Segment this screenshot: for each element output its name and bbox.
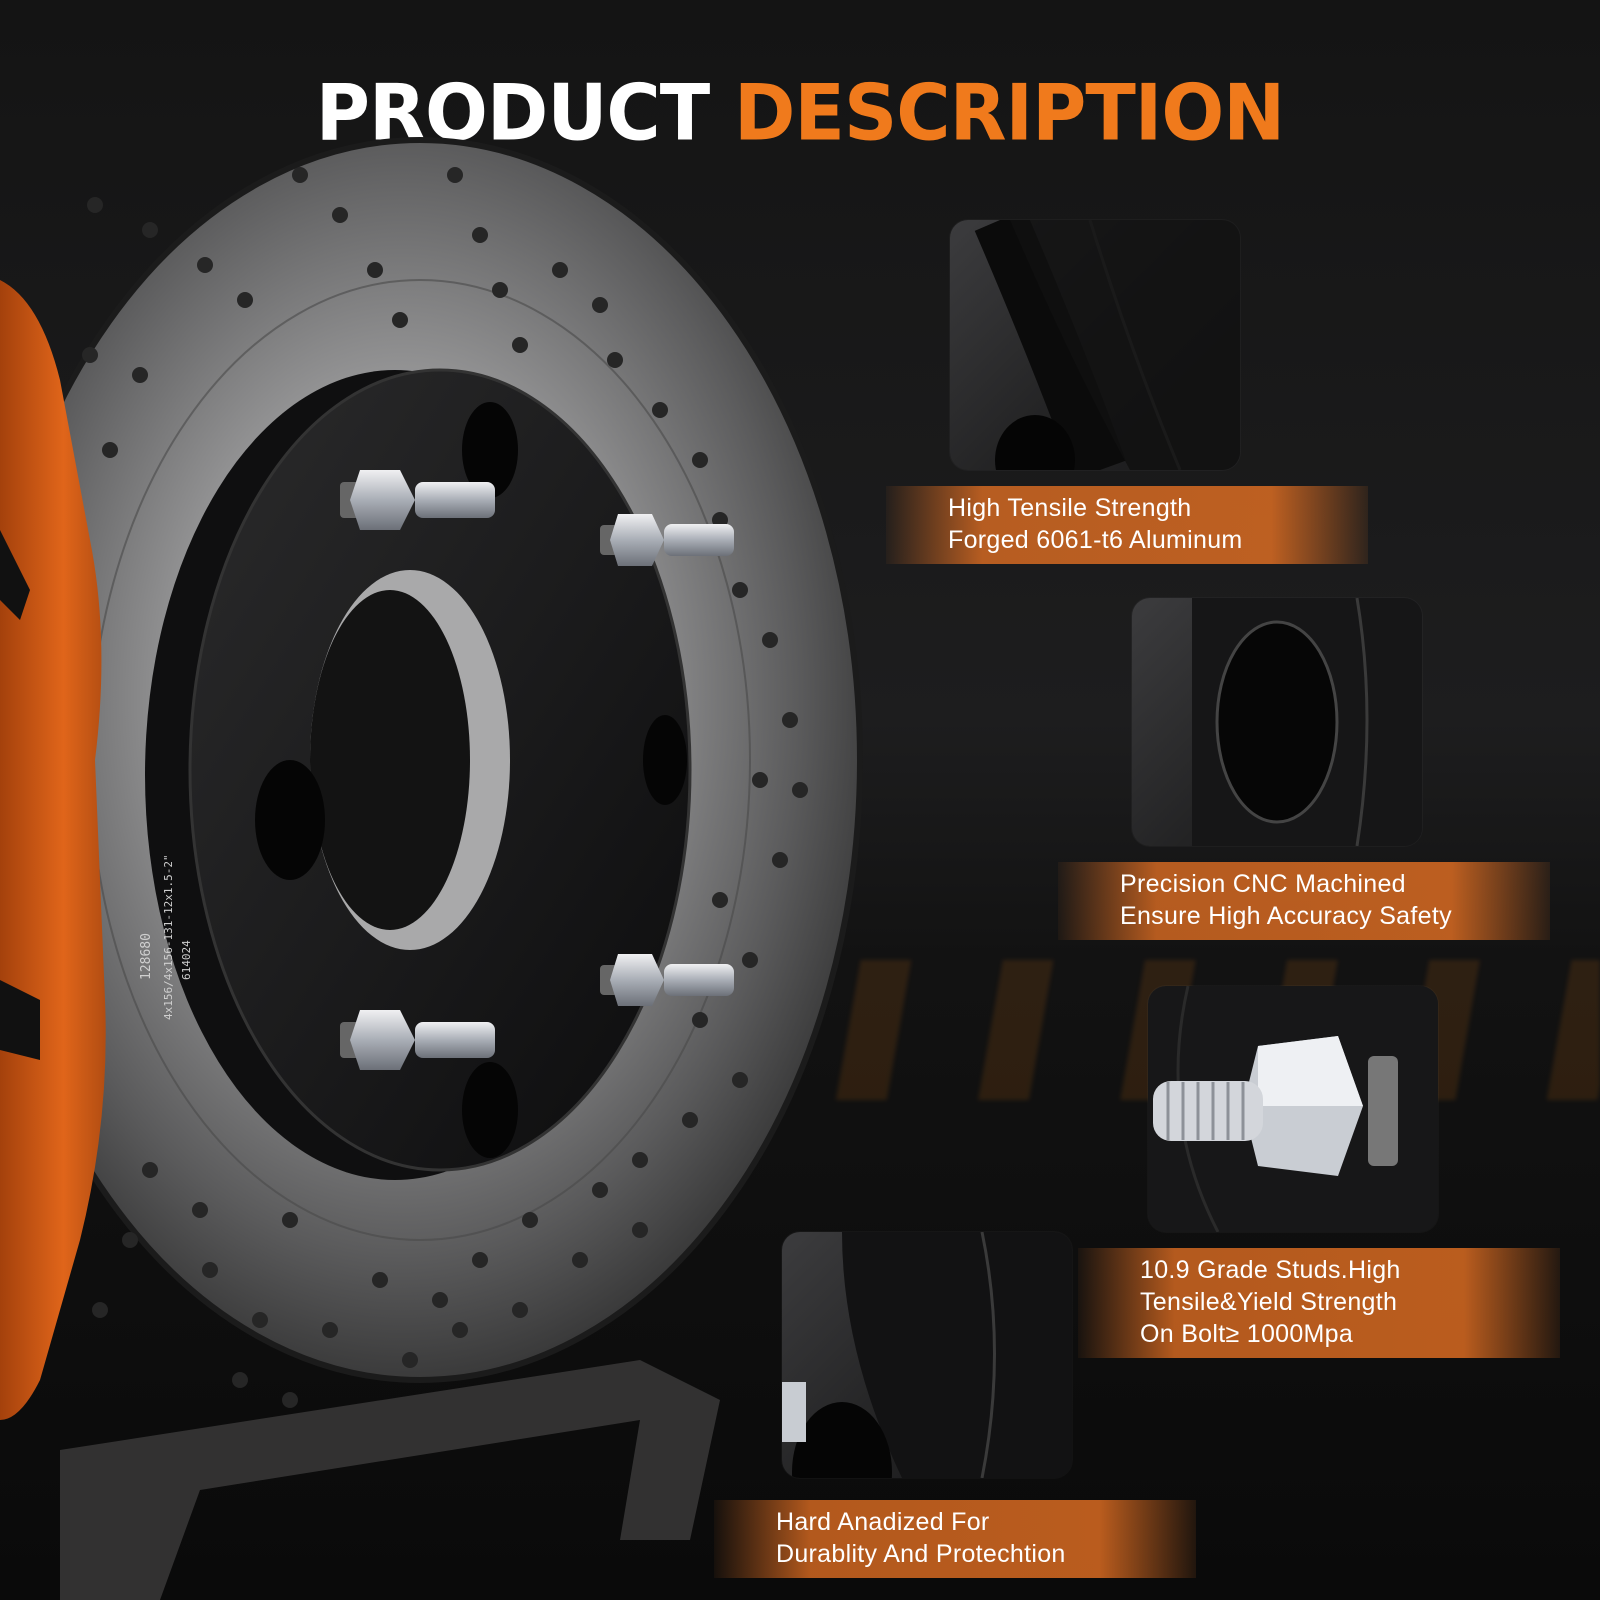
feature-label-4: Hard Anadized For Durablity And Protecht… [714, 1500, 1196, 1578]
feature-image-4 [782, 1232, 1072, 1478]
feature-1-line-2: Forged 6061-t6 Aluminum [948, 526, 1243, 554]
feature-image-3 [1148, 986, 1438, 1232]
feature-3-line-3: On Bolt≥ 1000Mpa [1140, 1320, 1354, 1348]
page-title: PRODUCT DESCRIPTION [0, 68, 1600, 158]
feature-label-2: Precision CNC Machined Ensure High Accur… [1058, 862, 1550, 940]
feature-2-line-1: Precision CNC Machined [1120, 870, 1406, 898]
spacer-marking-1: 128680 [139, 933, 154, 980]
feature-3-line-2: Tensile&Yield Strength [1140, 1288, 1398, 1316]
feature-4-line-1: Hard Anadized For [776, 1508, 990, 1536]
title-part-orange: DESCRIPTION [734, 67, 1285, 159]
feature-2-line-2: Ensure High Accuracy Safety [1120, 902, 1452, 930]
feature-image-1 [950, 220, 1240, 470]
feature-image-2 [1132, 598, 1422, 846]
rotor-holes [82, 167, 808, 1408]
spacer-marking-2: 4x156/4x156-131-12x1.5-2" [162, 854, 175, 1020]
studs [340, 470, 734, 1070]
feature-label-1: High Tensile Strength Forged 6061-t6 Alu… [886, 486, 1368, 564]
feature-4-line-2: Durablity And Protechtion [776, 1540, 1066, 1568]
feature-label-3: 10.9 Grade Studs.High Tensile&Yield Stre… [1078, 1248, 1560, 1358]
feature-1-line-1: High Tensile Strength [948, 494, 1192, 522]
spacer-marking-3: 614024 [180, 940, 193, 980]
feature-3-line-1: 10.9 Grade Studs.High [1140, 1256, 1401, 1284]
product-hero-image: 128680 4x156/4x156-131-12x1.5-2" 614024 [0, 137, 863, 1600]
